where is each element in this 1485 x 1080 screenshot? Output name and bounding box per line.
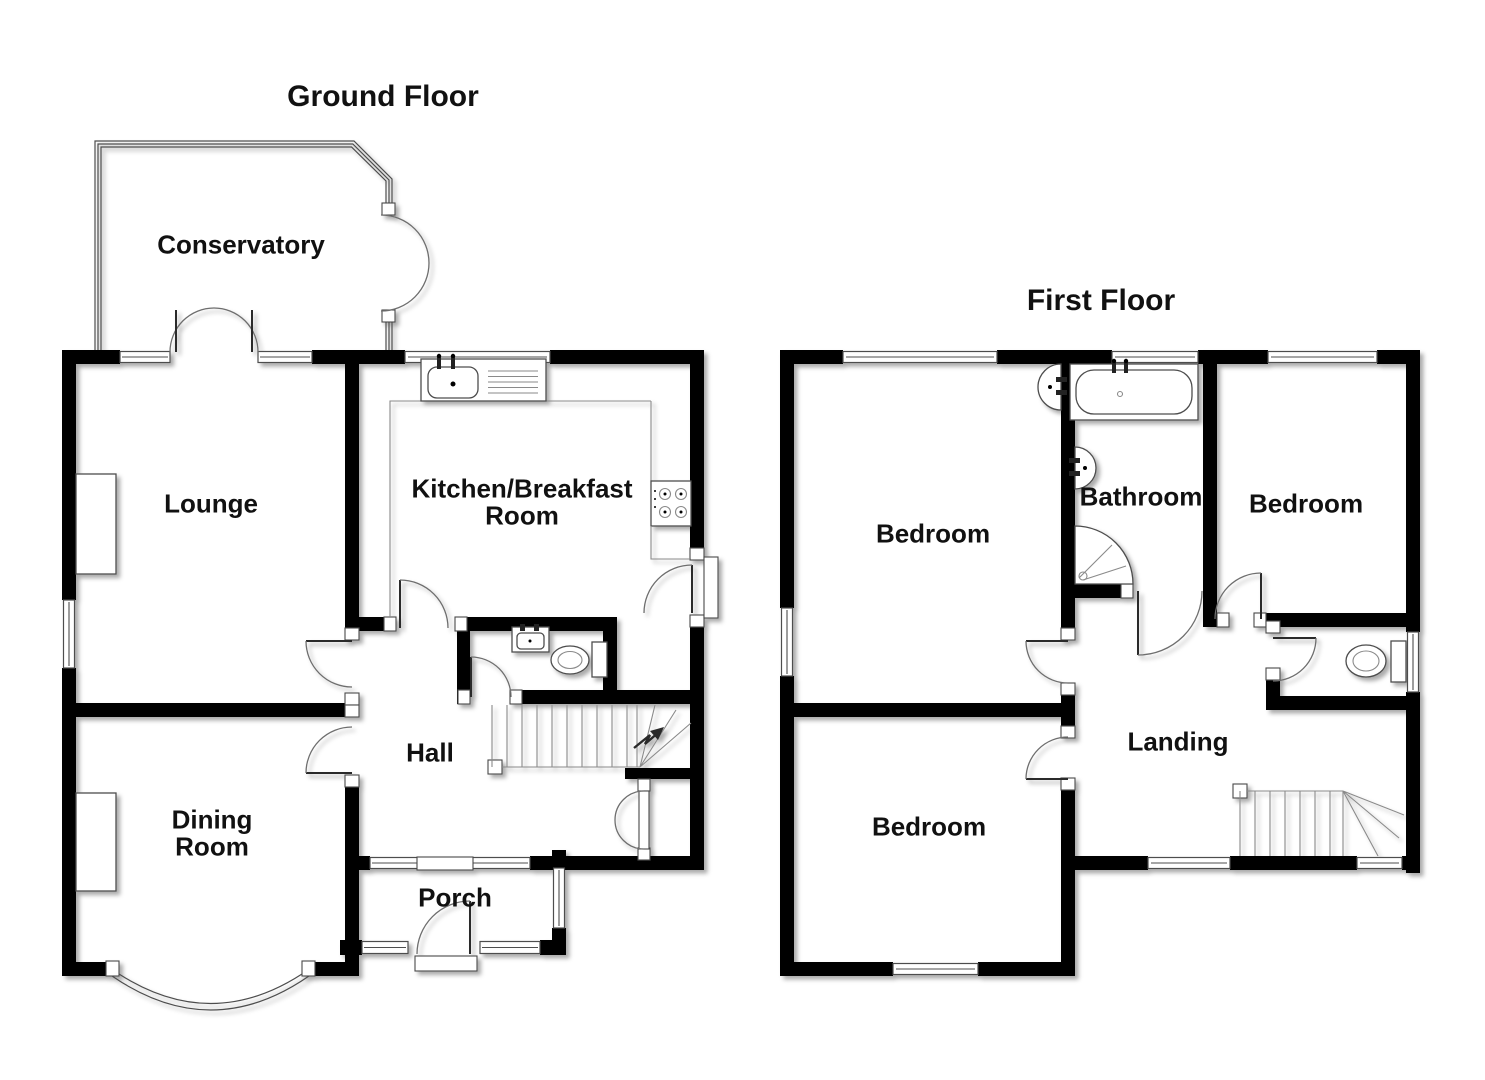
window (1406, 631, 1420, 693)
first-windows (780, 350, 1420, 976)
hob-icon (650, 480, 692, 527)
room-label-porch: Porch (418, 882, 492, 913)
window (1356, 856, 1403, 870)
french-doors-to-conservatory (169, 307, 259, 353)
ground-floor-plan (62, 140, 719, 1011)
front-door (414, 900, 478, 972)
ground-door-jambs (344, 202, 705, 861)
kitchen-sink-icon (420, 353, 547, 402)
window (780, 607, 794, 677)
window (479, 940, 541, 955)
room-label-landing: Landing (1127, 726, 1229, 757)
staircase-up (487, 704, 692, 775)
first-doors (1025, 572, 1317, 780)
toilet-icon (1345, 640, 1407, 683)
staircase-down (1232, 783, 1405, 857)
ground-walls (62, 350, 704, 976)
lounge-door (305, 640, 353, 688)
porch-doorway-threshold (416, 856, 474, 871)
window (892, 962, 979, 976)
room-label-hall: Hall (406, 737, 454, 768)
room-label-bedroom-2: Bedroom (1248, 488, 1364, 519)
room-label-dining: Dining Room (171, 804, 253, 862)
wc-door (1272, 637, 1317, 682)
dining-room-door (305, 726, 353, 774)
ground-fixtures (75, 353, 692, 892)
chimney-breast (75, 792, 117, 892)
window (257, 350, 313, 364)
back-door (643, 556, 719, 619)
cloakroom-basin-icon (511, 624, 550, 653)
room-label-bedroom-1: Bedroom (875, 518, 991, 549)
bedroom-basin-icon (1037, 363, 1067, 411)
floor-title-first: First Floor (1026, 284, 1176, 317)
bathroom-basin-icon (1069, 446, 1097, 490)
window (552, 867, 566, 929)
window (1147, 856, 1231, 870)
bedroom-door (1025, 736, 1069, 780)
room-label-bathroom: Bathroom (1079, 481, 1203, 512)
bedroom-door (1214, 572, 1262, 620)
first-fixtures (1037, 358, 1407, 857)
first-floor-plan (780, 350, 1420, 976)
cloakroom-door (470, 656, 512, 698)
bathroom-door (1137, 590, 1203, 656)
window (119, 350, 171, 364)
room-label-lounge: Lounge (164, 488, 258, 519)
under-stairs-cupboard-doors (614, 790, 650, 850)
chimney-breast (75, 473, 117, 575)
room-label-conservatory: Conservatory (157, 229, 325, 260)
window (842, 350, 998, 364)
window (62, 599, 76, 669)
stairs-direction-arrow-icon (633, 727, 664, 749)
kitchen-door (399, 579, 449, 629)
floor-title-ground: Ground Floor (287, 80, 479, 113)
toilet-icon (550, 641, 608, 678)
window (1111, 350, 1199, 364)
bath-icon (1069, 358, 1199, 421)
ground-windows (62, 350, 566, 1011)
conservatory-exterior-double-doors (380, 214, 430, 312)
bay-window (105, 960, 316, 1011)
window (361, 940, 409, 955)
worktop (389, 400, 691, 617)
room-label-bedroom-3: Bedroom (871, 811, 987, 842)
window (469, 856, 531, 870)
window (369, 856, 421, 870)
window (1267, 350, 1378, 364)
corner-shower-icon (1074, 525, 1134, 585)
first-door-jambs (1060, 583, 1281, 791)
first-walls (780, 350, 1420, 976)
ground-doors (169, 214, 719, 972)
bedroom-door (1025, 640, 1069, 684)
room-label-kitchen: Kitchen/Breakfast Room (411, 473, 633, 531)
